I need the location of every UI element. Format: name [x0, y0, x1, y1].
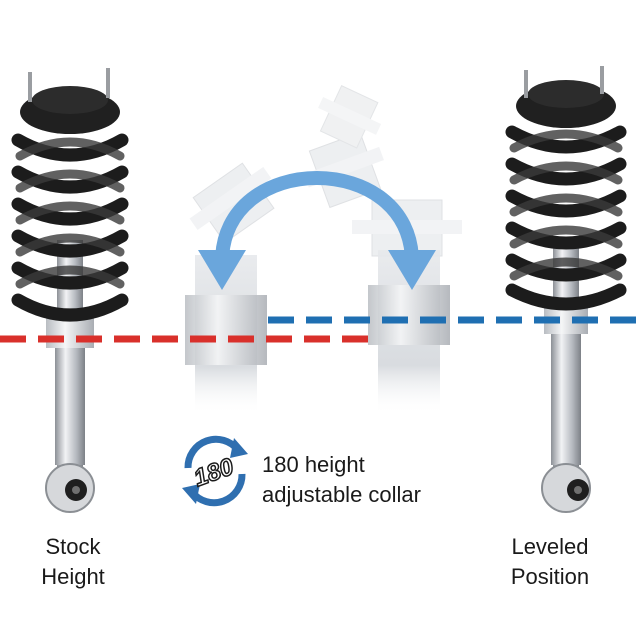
- stock-strut: [11, 68, 129, 513]
- stock-label-line2: Height: [41, 564, 105, 589]
- leveled-strut: [505, 66, 627, 513]
- rotation-arrows-icon: 180: [182, 435, 248, 507]
- center-collar-left: [185, 295, 267, 365]
- leveled-label-line1: Leveled: [511, 534, 589, 559]
- leveled-lower-tube: [551, 330, 581, 465]
- stock-label-line1: Stock: [45, 534, 101, 559]
- leveled-label-line2: Position: [510, 564, 590, 589]
- collar-caption-line1: 180 height: [262, 452, 365, 477]
- badge-text: 180: [190, 453, 237, 492]
- stock-coil-spring: [11, 133, 129, 322]
- leveled-position-label: Leveled Position: [490, 532, 610, 592]
- stock-lower-tube: [55, 345, 85, 465]
- center-collar-right: [368, 285, 450, 345]
- collar-caption: 180 height adjustable collar: [262, 450, 522, 510]
- leveled-coil-spring: [505, 125, 627, 311]
- collar-caption-line2: adjustable collar: [262, 482, 421, 507]
- rotating-collar-ghosts: [189, 85, 462, 257]
- rotation-arrow: [198, 171, 436, 290]
- stock-collar: [46, 318, 94, 348]
- stock-height-label: Stock Height: [18, 532, 128, 592]
